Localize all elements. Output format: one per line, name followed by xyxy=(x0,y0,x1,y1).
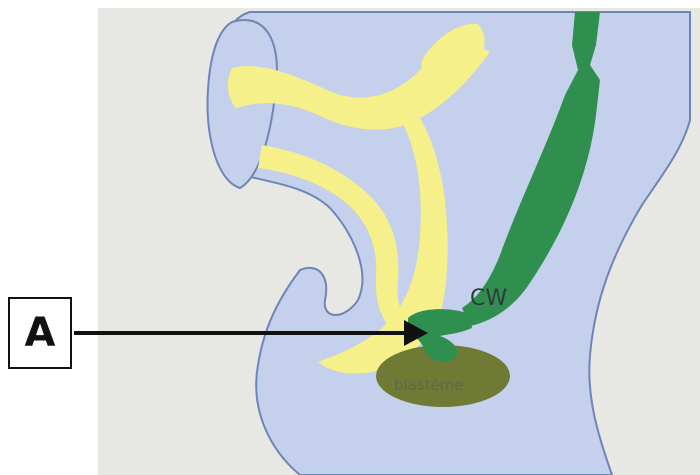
marker-label: A xyxy=(25,313,56,353)
blastema-label: blastème xyxy=(394,376,464,394)
marker-label-box: A xyxy=(8,297,72,369)
cw-label: CW xyxy=(470,286,507,311)
